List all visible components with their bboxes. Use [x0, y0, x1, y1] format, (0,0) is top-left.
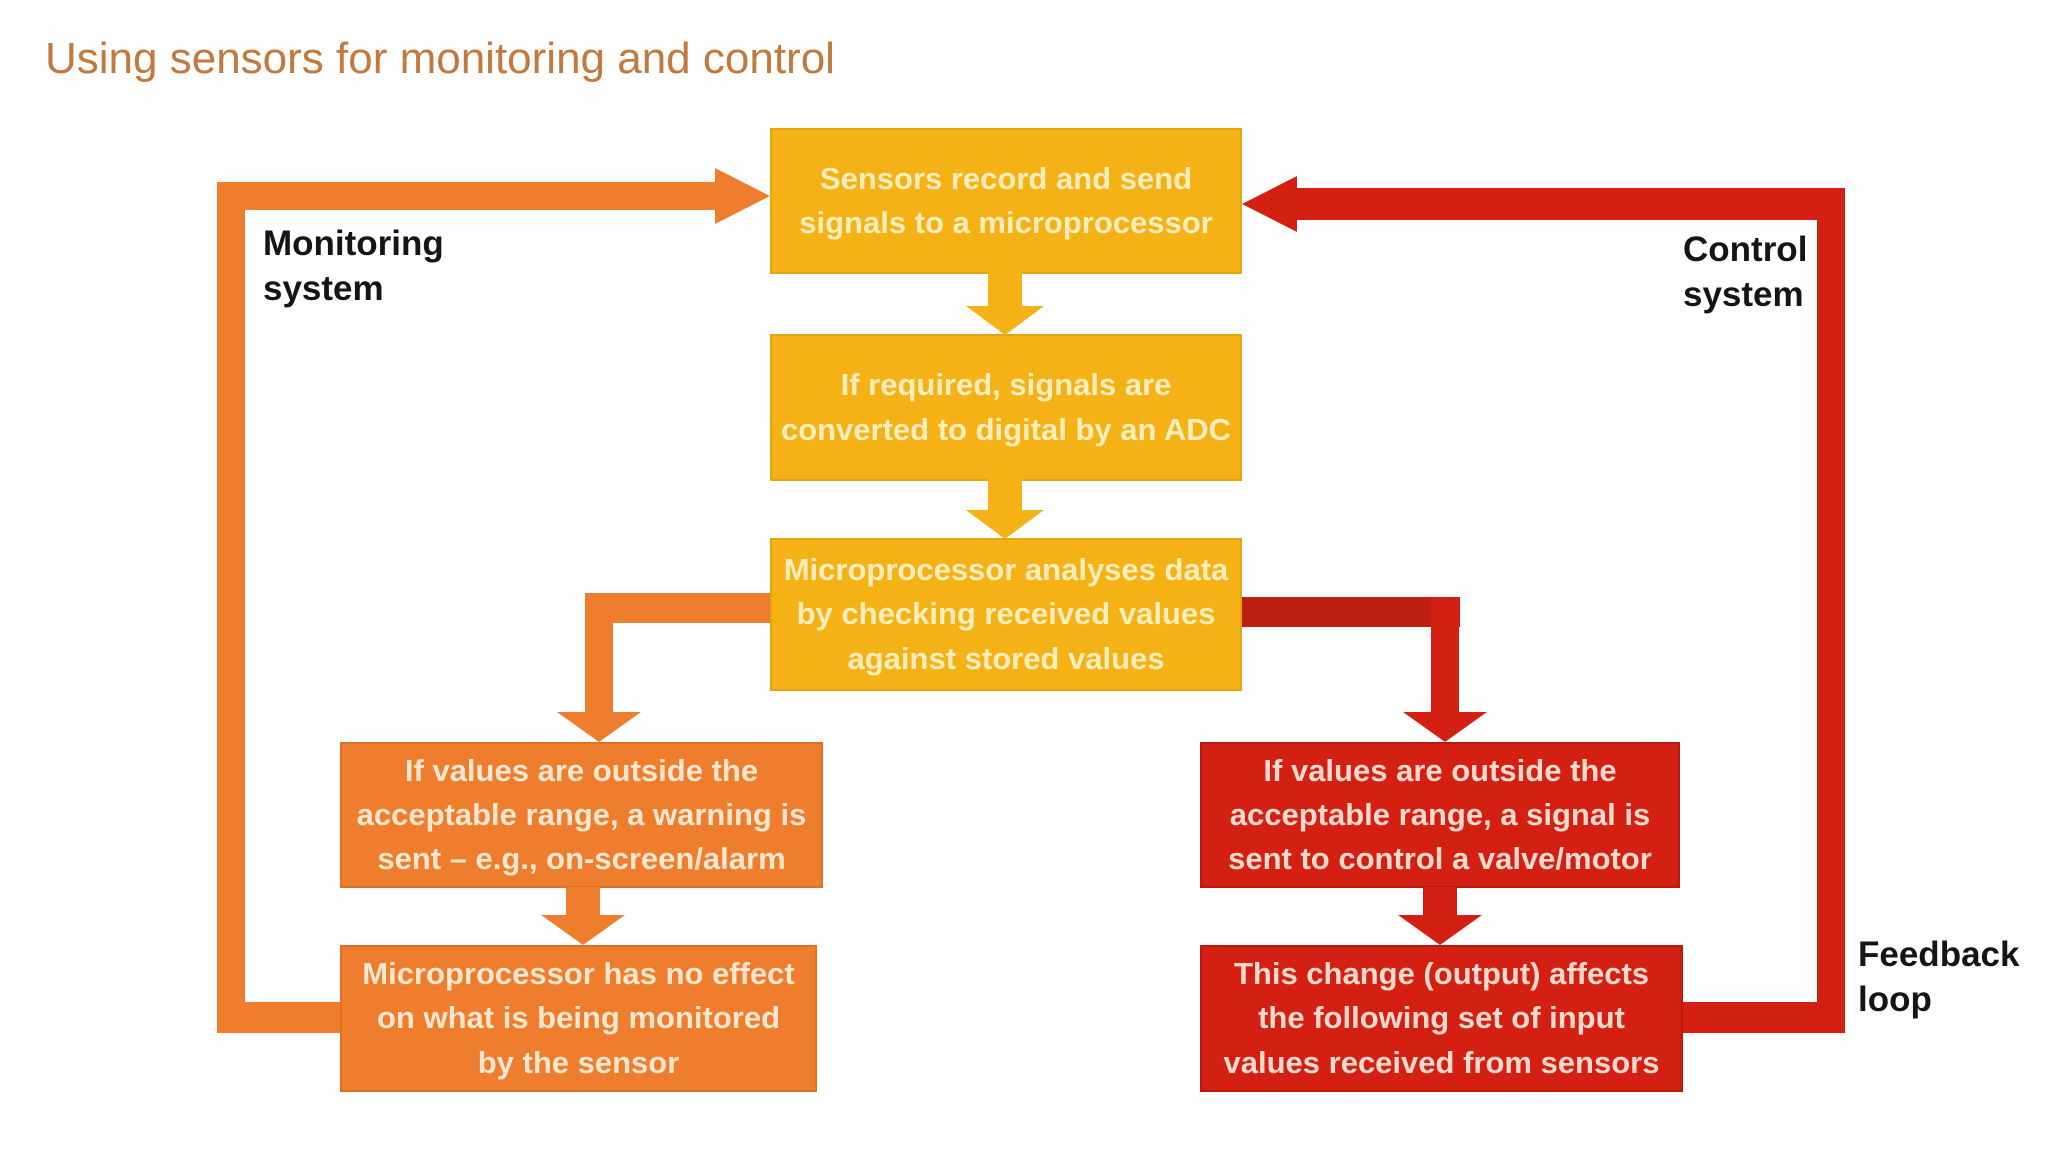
arrow-adc-to-analyse-shaft — [988, 479, 1022, 511]
arrow-sensors-to-adc-head-icon — [966, 306, 1044, 335]
monitoring-branch-arrowhead-icon — [557, 712, 641, 742]
arrow-warning-to-no-effect-shaft — [566, 887, 600, 917]
monitoring-loop-bottom-stub — [245, 1002, 340, 1033]
arrow-adc-to-analyse-head-icon — [966, 510, 1044, 539]
arrow-warning-to-no-effect-head-icon — [541, 915, 625, 945]
control-system-label: Control system — [1683, 230, 1808, 314]
monitoring-branch-vertical-line — [585, 593, 613, 713]
adc-box: If required, signals are converted to di… — [770, 334, 1242, 481]
page-title: Using sensors for monitoring and control — [45, 34, 835, 83]
monitoring-system-label: Monitoring system — [263, 224, 444, 308]
signal-box: If values are outside the acceptable ran… — [1200, 742, 1680, 888]
sensors-box: Sensors record and send signals to a mic… — [770, 128, 1242, 274]
monitoring-loop-vertical-line — [217, 182, 245, 1033]
feedback-loop-top-line — [1294, 188, 1845, 220]
warning-box: If values are outside the acceptable ran… — [340, 742, 823, 888]
no-effect-box: Microprocessor has no effect on what is … — [340, 945, 817, 1092]
arrow-sensors-to-adc-shaft — [988, 272, 1022, 307]
arrow-signal-to-change-shaft — [1423, 887, 1457, 917]
monitoring-branch-horizontal-line — [585, 593, 770, 623]
analyse-box: Microprocessor analyses data by checking… — [770, 538, 1242, 691]
control-branch-vertical-line — [1431, 597, 1459, 713]
feedback-loop-label: Feedback loop — [1858, 935, 2020, 1019]
monitoring-loop-top-line — [217, 182, 717, 210]
arrow-signal-to-change-head-icon — [1398, 915, 1482, 945]
control-branch-arrowhead-icon — [1403, 712, 1487, 742]
feedback-loop-vertical-line — [1817, 188, 1845, 1033]
change-box: This change (output) affects the followi… — [1200, 945, 1683, 1092]
control-branch-horizontal-line — [1242, 597, 1460, 627]
monitoring-loop-arrowhead-icon — [715, 168, 770, 224]
feedback-loop-arrowhead-icon — [1242, 176, 1297, 232]
